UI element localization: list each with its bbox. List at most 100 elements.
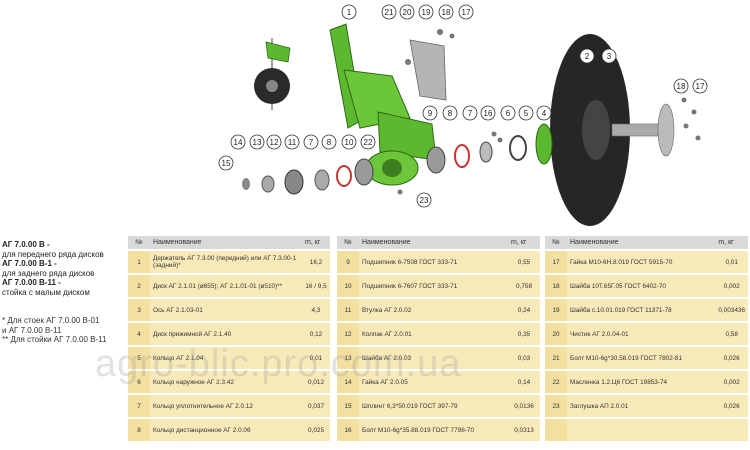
- callout-11: 11: [288, 138, 297, 147]
- col-header-number: №: [128, 236, 150, 249]
- legend-variant-code: АГ 7.0.00 В-11 -: [2, 278, 61, 287]
- part-mass: 0,24: [508, 299, 540, 321]
- callout-8b: 8: [448, 109, 453, 118]
- callout-19: 19: [422, 8, 431, 17]
- footnote-line: ** Для стойки АГ 7.0.00 В-11: [2, 335, 107, 344]
- part-name: Гайка М10-6Н.8.019 ГОСТ 5915-70: [567, 251, 716, 273]
- watermark: agro-blic.pro.com.ua: [95, 343, 462, 385]
- part-name: Болт М10-6g*35.88.019 ГОСТ 7798-70: [359, 419, 508, 441]
- part-number: 15: [337, 395, 359, 417]
- part-mass: 0,35: [508, 323, 540, 345]
- callout-12: 12: [270, 138, 279, 147]
- callout-17: 17: [462, 8, 471, 17]
- variant-legend: АГ 7.0.00 В - для переднего ряда дисков …: [2, 240, 126, 297]
- callout-6: 6: [506, 109, 511, 118]
- part-mass: 0,012: [302, 371, 330, 393]
- part-name: Болт М10-6g*30.58.019 ГОСТ 7802-81: [567, 347, 716, 369]
- col-header-name: Наименование: [359, 236, 508, 249]
- callout-10: 10: [345, 138, 354, 147]
- part-number: 7: [128, 395, 150, 417]
- footnotes: * Для стоек АГ 7.0.00 В-01 и АГ 7.0.00 В…: [2, 316, 126, 345]
- callout-3: 3: [607, 52, 612, 61]
- part-number: 18: [545, 275, 567, 297]
- callout-numbers: 1 21 20 19 18 17 2 3 18 17 14 13 12 11 7…: [222, 8, 705, 205]
- part-number: 8: [128, 419, 150, 441]
- callout-17b: 17: [696, 82, 705, 91]
- callout-5: 5: [524, 109, 529, 118]
- callout-1: 1: [347, 8, 352, 17]
- col-header-mass: m, кг: [715, 236, 748, 249]
- part-mass: 0,026: [715, 395, 748, 417]
- callout-9: 9: [428, 109, 433, 118]
- part-number: 23: [545, 395, 567, 417]
- col-header-number: №: [337, 236, 359, 249]
- part-mass: 0,58: [715, 323, 748, 345]
- part-name: Гайка АГ 2.0.05: [359, 371, 508, 393]
- legend-variant-desc: для переднего ряда дисков: [2, 249, 104, 259]
- disc-drawing: [550, 34, 630, 226]
- part-mass: 0,12: [302, 323, 330, 345]
- footnote-line: * Для стоек АГ 7.0.00 В-01: [2, 316, 100, 325]
- part-mass: 0,01: [715, 251, 748, 273]
- part-number: 12: [337, 323, 359, 345]
- part-number: 13: [337, 347, 359, 369]
- part-mass: 0,758: [508, 275, 540, 297]
- exploded-assembly-diagram: 1 21 20 19 18 17 2 3 18 17 14 13 12 11 7…: [218, 4, 708, 226]
- part-mass: 0,0313: [508, 419, 540, 441]
- part-name: Подшипник 6-7508 ГОСТ 333-71: [359, 251, 508, 273]
- callout-20: 20: [403, 8, 412, 17]
- part-name: Кольцо АГ 2.1.04: [150, 347, 302, 369]
- part-number: 1: [128, 251, 150, 273]
- callout-7b: 7: [468, 109, 473, 118]
- left-parts-drawing: [242, 158, 374, 195]
- part-number: 4: [128, 323, 150, 345]
- part-name: Ось АГ 2.1.03-01: [150, 299, 302, 321]
- part-number: 22: [545, 371, 567, 393]
- part-mass: [715, 419, 748, 441]
- footnote-line: и АГ 7.0.00 В-11: [2, 325, 62, 335]
- part-number: 10: [337, 275, 359, 297]
- part-name: Масленка 1.2.Ц6 ГОСТ 19853-74: [567, 371, 716, 393]
- legend-variant-desc: для заднего ряда дисков: [2, 268, 95, 278]
- part-mass: 0,55: [508, 251, 540, 273]
- col-header-mass: m, кг: [508, 236, 540, 249]
- part-name: Шплинт 6,3*50.019 ГОСТ 397-79: [359, 395, 508, 417]
- part-mass: 0,002: [715, 275, 748, 297]
- part-number: 21: [545, 347, 567, 369]
- part-name: Диск прижимной АГ 2.1.40: [150, 323, 302, 345]
- callout-2: 2: [585, 52, 590, 61]
- callout-15: 15: [222, 159, 231, 168]
- part-number: 19: [545, 299, 567, 321]
- legend-variant-code: АГ 7.0.00 В -: [2, 240, 50, 249]
- part-name: Диск АГ 2.1.01 (ø655); АГ 2.1.01-01 (ø51…: [150, 275, 302, 297]
- callout-8: 8: [327, 138, 332, 147]
- table-row: [545, 419, 748, 441]
- part-name: Заглушка АП 2.0.01: [567, 395, 716, 417]
- part-number: 16: [337, 419, 359, 441]
- callout-markers: [218, 4, 708, 208]
- part-mass: 0,025: [302, 419, 330, 441]
- part-name: Втулка АГ 2.0.02: [359, 299, 508, 321]
- part-mass: 0,01: [302, 347, 330, 369]
- part-mass: 0,026: [715, 347, 748, 369]
- part-number: 2: [128, 275, 150, 297]
- part-mass: 0,14: [508, 371, 540, 393]
- part-mass: 0,003436: [715, 299, 748, 321]
- callout-21: 21: [385, 8, 394, 17]
- legend-variant-desc: стойка с малым диском: [2, 287, 90, 297]
- part-mass: 4,3: [302, 299, 330, 321]
- callout-23: 23: [420, 196, 429, 205]
- part-name: Шайба с.10.01.019 ГОСТ 11371-78: [567, 299, 716, 321]
